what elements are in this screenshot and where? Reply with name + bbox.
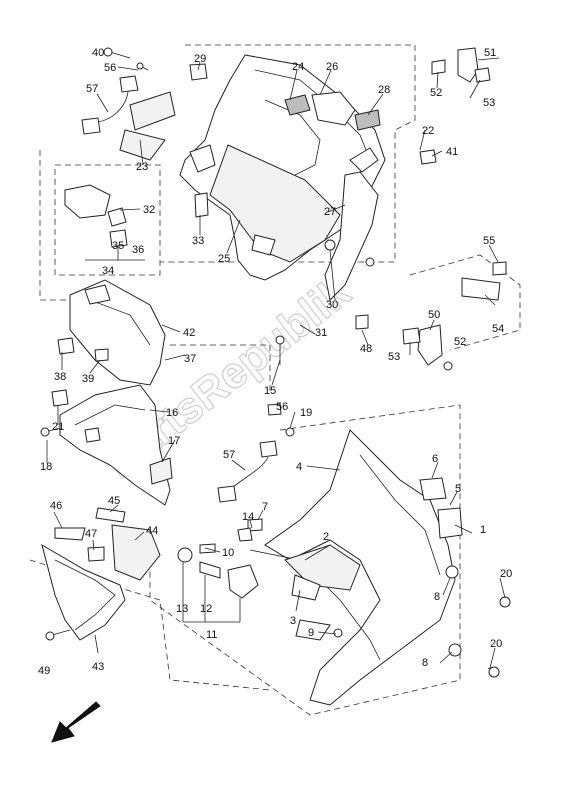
callout-2: 2 bbox=[323, 531, 329, 543]
left-side-panel bbox=[57, 279, 166, 386]
lamp-assembly bbox=[177, 543, 259, 599]
mid-connectors bbox=[217, 403, 282, 542]
upper-small-parts bbox=[64, 63, 209, 248]
leader-lines bbox=[46, 57, 506, 669]
callout-38: 38 bbox=[54, 371, 66, 383]
callout-5: 5 bbox=[455, 483, 461, 495]
callout-labels: 1 2 3 4 5 6 7 8 8 9 10 11 12 13 14 15 16… bbox=[38, 47, 512, 677]
callout-23: 23 bbox=[136, 161, 148, 173]
main-fairing bbox=[249, 429, 463, 706]
callout-57a: 57 bbox=[86, 83, 98, 95]
callout-8b: 8 bbox=[422, 657, 428, 669]
callout-49: 49 bbox=[38, 665, 50, 677]
callout-15: 15 bbox=[264, 385, 276, 397]
callout-6: 6 bbox=[432, 453, 438, 465]
callout-20b: 20 bbox=[490, 638, 502, 650]
callout-13: 13 bbox=[176, 603, 188, 615]
callout-55: 55 bbox=[483, 235, 495, 247]
callout-33: 33 bbox=[192, 235, 204, 247]
callout-29: 29 bbox=[194, 53, 206, 65]
callout-52b: 52 bbox=[454, 336, 466, 348]
bottom-left-cowl bbox=[41, 507, 161, 641]
callout-54: 54 bbox=[492, 323, 504, 335]
callout-34: 34 bbox=[102, 265, 114, 277]
inner-panel-upper bbox=[179, 54, 386, 302]
callout-47: 47 bbox=[85, 528, 97, 540]
callout-56b: 56 bbox=[276, 401, 288, 413]
callout-20a: 20 bbox=[500, 568, 512, 580]
callout-17: 17 bbox=[168, 435, 180, 447]
callout-35: 35 bbox=[112, 240, 124, 252]
callout-40: 40 bbox=[92, 47, 104, 59]
callout-57b: 57 bbox=[223, 449, 235, 461]
callout-10: 10 bbox=[222, 547, 234, 559]
callout-43: 43 bbox=[92, 661, 104, 673]
callout-44: 44 bbox=[146, 525, 158, 537]
callout-30: 30 bbox=[326, 299, 338, 311]
callout-46: 46 bbox=[50, 500, 62, 512]
callout-14: 14 bbox=[242, 511, 254, 523]
fasteners bbox=[40, 47, 511, 678]
callout-9: 9 bbox=[308, 627, 314, 639]
callout-25: 25 bbox=[218, 253, 230, 265]
callout-18: 18 bbox=[40, 461, 52, 473]
callout-52a: 52 bbox=[430, 87, 442, 99]
callout-12: 12 bbox=[200, 603, 212, 615]
callout-48: 48 bbox=[360, 343, 372, 355]
callout-7: 7 bbox=[262, 501, 268, 513]
callout-22: 22 bbox=[422, 125, 434, 137]
callout-45: 45 bbox=[108, 495, 120, 507]
callout-8a: 8 bbox=[434, 591, 440, 603]
callout-27: 27 bbox=[324, 206, 336, 218]
callout-21: 21 bbox=[52, 421, 64, 433]
callout-19: 19 bbox=[300, 407, 312, 419]
callout-56a: 56 bbox=[104, 62, 116, 74]
callout-4: 4 bbox=[296, 461, 302, 473]
callout-53a: 53 bbox=[483, 97, 495, 109]
left-lower-panel bbox=[51, 384, 173, 506]
front-direction-arrow bbox=[51, 701, 101, 743]
callout-50: 50 bbox=[428, 309, 440, 321]
callout-28: 28 bbox=[378, 84, 390, 96]
assembly-boundaries bbox=[29, 44, 521, 716]
callout-1: 1 bbox=[480, 524, 486, 536]
callout-32: 32 bbox=[143, 204, 155, 216]
callout-3: 3 bbox=[290, 615, 296, 627]
callout-53b: 53 bbox=[388, 351, 400, 363]
callout-16: 16 bbox=[166, 407, 178, 419]
callout-37: 37 bbox=[184, 353, 196, 365]
right-small-parts bbox=[355, 47, 507, 366]
callout-11: 11 bbox=[206, 629, 217, 641]
callout-31: 31 bbox=[315, 327, 327, 339]
callout-26: 26 bbox=[326, 61, 338, 73]
callout-39: 39 bbox=[82, 373, 94, 385]
callout-42: 42 bbox=[183, 327, 195, 339]
callout-24: 24 bbox=[292, 61, 304, 73]
callout-36: 36 bbox=[132, 244, 144, 256]
callout-51: 51 bbox=[484, 47, 496, 59]
callout-41: 41 bbox=[446, 146, 458, 158]
